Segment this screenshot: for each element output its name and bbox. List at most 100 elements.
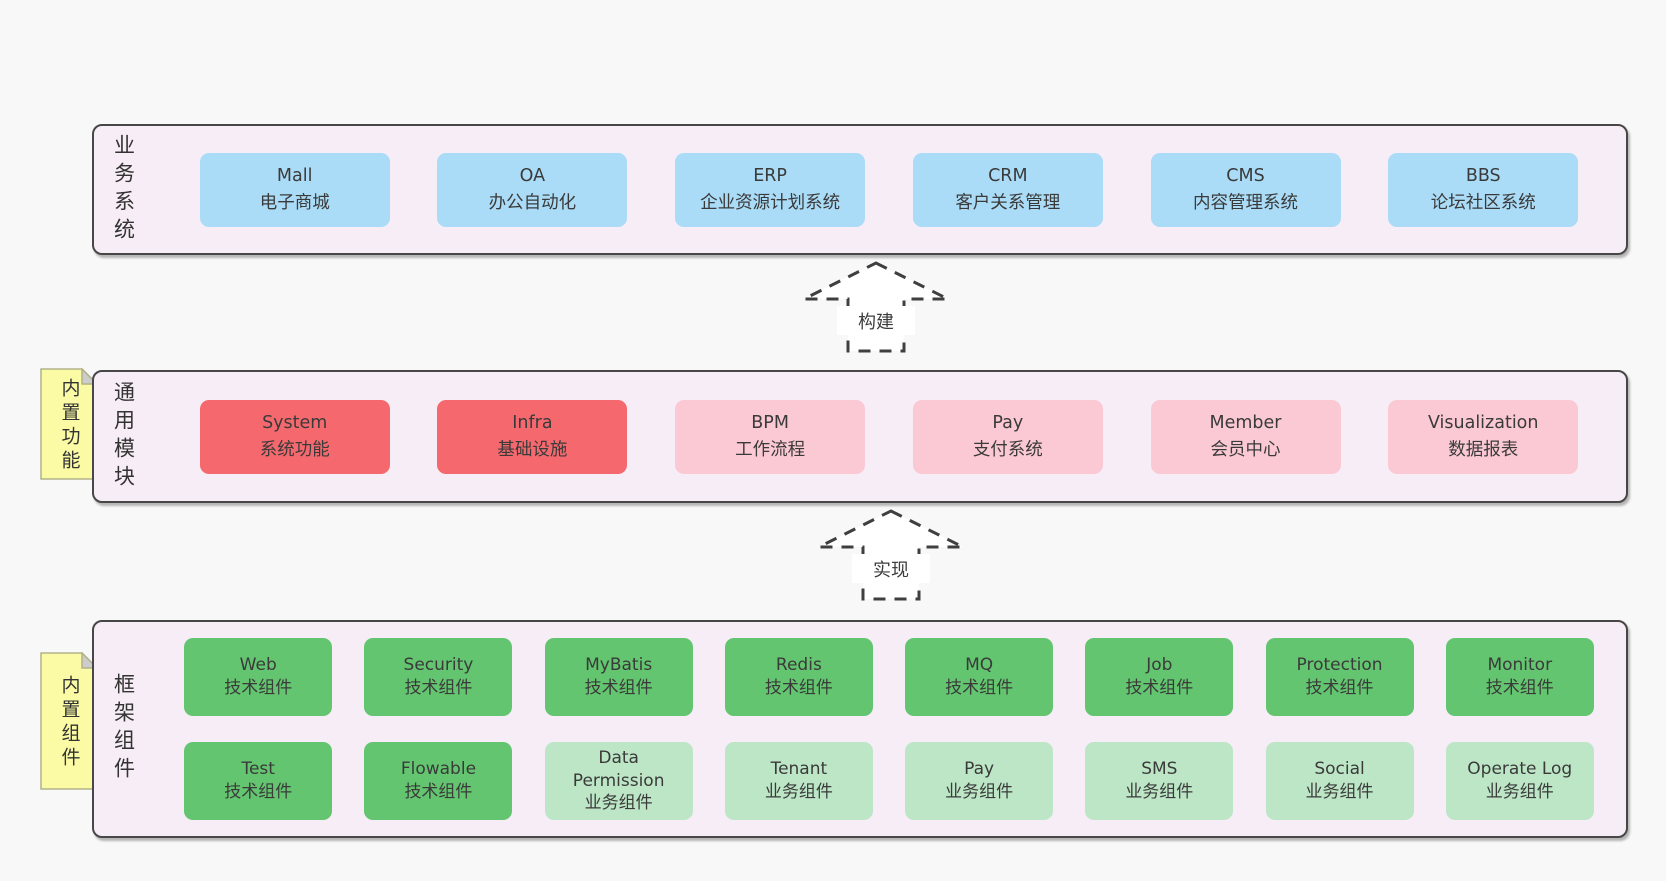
components-grid: Web 技术组件 Security 技术组件 MyBatis 技术组件 Redi… — [152, 638, 1626, 820]
diagram-box-flowable: Flowable 技术组件 — [364, 742, 513, 820]
box-desc: 客户关系管理 — [955, 192, 1061, 213]
diagram-box-social: Social 业务组件 — [1265, 742, 1414, 820]
arrow-build-label: 构建 — [858, 312, 894, 333]
box-desc: 业务组件 — [584, 793, 653, 814]
box-name: SMS — [1141, 759, 1178, 780]
box-name: Web — [239, 655, 277, 676]
diagram-box-security: Security 技术组件 — [364, 638, 513, 716]
layer-modules-label-text: 通用模块 — [111, 380, 136, 493]
box-name: Pay — [992, 413, 1024, 434]
box-name: Flowable — [400, 759, 477, 780]
diagram-box-sms: SMS 业务组件 — [1085, 742, 1234, 820]
box-name: Social — [1314, 759, 1365, 780]
box-name: Test — [241, 759, 275, 780]
box-desc: 支付系统 — [972, 439, 1043, 460]
box-desc: 电子商城 — [259, 192, 330, 213]
box-desc: 工作流程 — [735, 439, 806, 460]
box-desc: 业务组件 — [945, 782, 1014, 802]
layer-business-systems: 业务系统 Mall 电子商城 OA 办公自动化 ERP 企业资源计划系统 CRM… — [92, 124, 1628, 255]
box-name: Mall — [276, 166, 313, 187]
box-name: Member — [1209, 413, 1282, 434]
box-desc: 技术组件 — [1305, 678, 1374, 698]
box-name: Operate Log — [1467, 759, 1573, 780]
sticky-note-text-wrap: 内置功能 — [40, 368, 98, 484]
layer-common-modules: 通用模块 System 系统功能 Infra 基础设施 BPM 工作流程 Pay… — [92, 370, 1628, 503]
diagram-box-visualization: Visualization 数据报表 — [1388, 399, 1579, 474]
arrow-build: 构建 — [800, 260, 952, 359]
sticky-note-text-wrap: 内置组件 — [40, 652, 98, 794]
up-arrow-icon: 实现 — [818, 509, 964, 601]
box-name: Security — [403, 655, 474, 676]
box-desc: 企业资源计划系统 — [700, 192, 841, 213]
layer-framework-components: 框架组件 Web 技术组件 Security 技术组件 MyBatis 技术组件… — [92, 620, 1628, 838]
box-desc: 技术组件 — [1485, 678, 1554, 698]
box-desc: 内容管理系统 — [1193, 192, 1299, 213]
arrow-implement: 实现 — [815, 508, 967, 607]
diagram-box-pay-module: Pay 支付系统 — [912, 399, 1103, 474]
diagram-box-crm: CRM 客户关系管理 — [912, 152, 1103, 227]
sticky-note-label: 内置功能 — [58, 378, 81, 474]
layer-business-side-label: 业务系统 — [94, 134, 152, 246]
box-name: MQ — [965, 655, 994, 676]
box-desc: 业务组件 — [1305, 782, 1374, 802]
box-desc: 系统功能 — [259, 439, 330, 460]
diagram-box-pay-component: Pay 业务组件 — [905, 742, 1054, 820]
box-name: System — [262, 413, 328, 434]
diagram-box-erp: ERP 企业资源计划系统 — [675, 152, 866, 227]
diagram-box-tenant: Tenant 业务组件 — [724, 742, 873, 820]
box-name: Redis — [775, 655, 822, 676]
box-name: Job — [1146, 655, 1173, 676]
box-desc: 论坛社区系统 — [1430, 192, 1536, 213]
diagram-box-data-permission: Data Permission 业务组件 — [544, 742, 693, 820]
box-desc: 办公自动化 — [488, 192, 577, 213]
box-desc: 技术组件 — [764, 678, 833, 698]
box-name: Infra — [512, 413, 553, 434]
layer-components-label-text: 框架组件 — [111, 673, 136, 785]
box-name: Data Permission — [572, 747, 665, 791]
diagram-box-member: Member 会员中心 — [1150, 399, 1341, 474]
business-box-row: Mall 电子商城 OA 办公自动化 ERP 企业资源计划系统 CRM 客户关系… — [152, 152, 1626, 227]
diagram-box-system: System 系统功能 — [199, 399, 390, 474]
box-desc: 基础设施 — [497, 439, 568, 460]
diagram-box-protection: Protection 技术组件 — [1265, 638, 1414, 716]
diagram-box-mybatis: MyBatis 技术组件 — [544, 638, 693, 716]
box-desc: 技术组件 — [404, 782, 473, 802]
box-desc: 数据报表 — [1448, 439, 1519, 460]
diagram-box-test: Test 技术组件 — [184, 742, 333, 820]
box-desc: 业务组件 — [1125, 782, 1194, 802]
diagram-box-bpm: BPM 工作流程 — [675, 399, 866, 474]
diagram-box-oa: OA 办公自动化 — [437, 152, 628, 227]
box-name: ERP — [753, 166, 787, 187]
box-name: CMS — [1226, 166, 1265, 187]
diagram-box-operate-log: Operate Log 业务组件 — [1445, 742, 1594, 820]
diagram-box-web: Web 技术组件 — [184, 638, 333, 716]
box-name: Pay — [964, 759, 995, 780]
box-desc: 技术组件 — [584, 678, 653, 698]
diagram-box-infra: Infra 基础设施 — [437, 399, 628, 474]
diagram-box-monitor: Monitor 技术组件 — [1445, 638, 1594, 716]
box-name: CRM — [988, 166, 1028, 187]
diagram-box-cms: CMS 内容管理系统 — [1150, 152, 1341, 227]
box-desc: 技术组件 — [224, 782, 293, 802]
sticky-note-label: 内置组件 — [58, 675, 81, 771]
modules-box-row: System 系统功能 Infra 基础设施 BPM 工作流程 Pay 支付系统… — [152, 399, 1626, 474]
diagram-box-job: Job 技术组件 — [1085, 638, 1234, 716]
box-desc: 技术组件 — [1125, 678, 1194, 698]
box-name: Protection — [1296, 655, 1383, 676]
box-name: MyBatis — [585, 655, 653, 676]
layer-business-label-text: 业务系统 — [111, 133, 136, 246]
box-name: Monitor — [1487, 655, 1553, 676]
box-desc: 技术组件 — [224, 678, 293, 698]
box-desc: 业务组件 — [764, 782, 833, 802]
arrow-implement-label: 实现 — [873, 560, 909, 581]
box-desc: 会员中心 — [1210, 439, 1281, 460]
sticky-note-builtin-features: 内置功能 — [40, 367, 99, 484]
box-desc: 技术组件 — [404, 678, 473, 698]
up-arrow-icon: 构建 — [803, 261, 949, 353]
box-name: OA — [519, 166, 546, 187]
box-name: Visualization — [1427, 413, 1539, 434]
box-desc: 技术组件 — [945, 678, 1014, 698]
diagram-box-mall: Mall 电子商城 — [199, 152, 390, 227]
layer-modules-side-label: 通用模块 — [94, 381, 152, 493]
